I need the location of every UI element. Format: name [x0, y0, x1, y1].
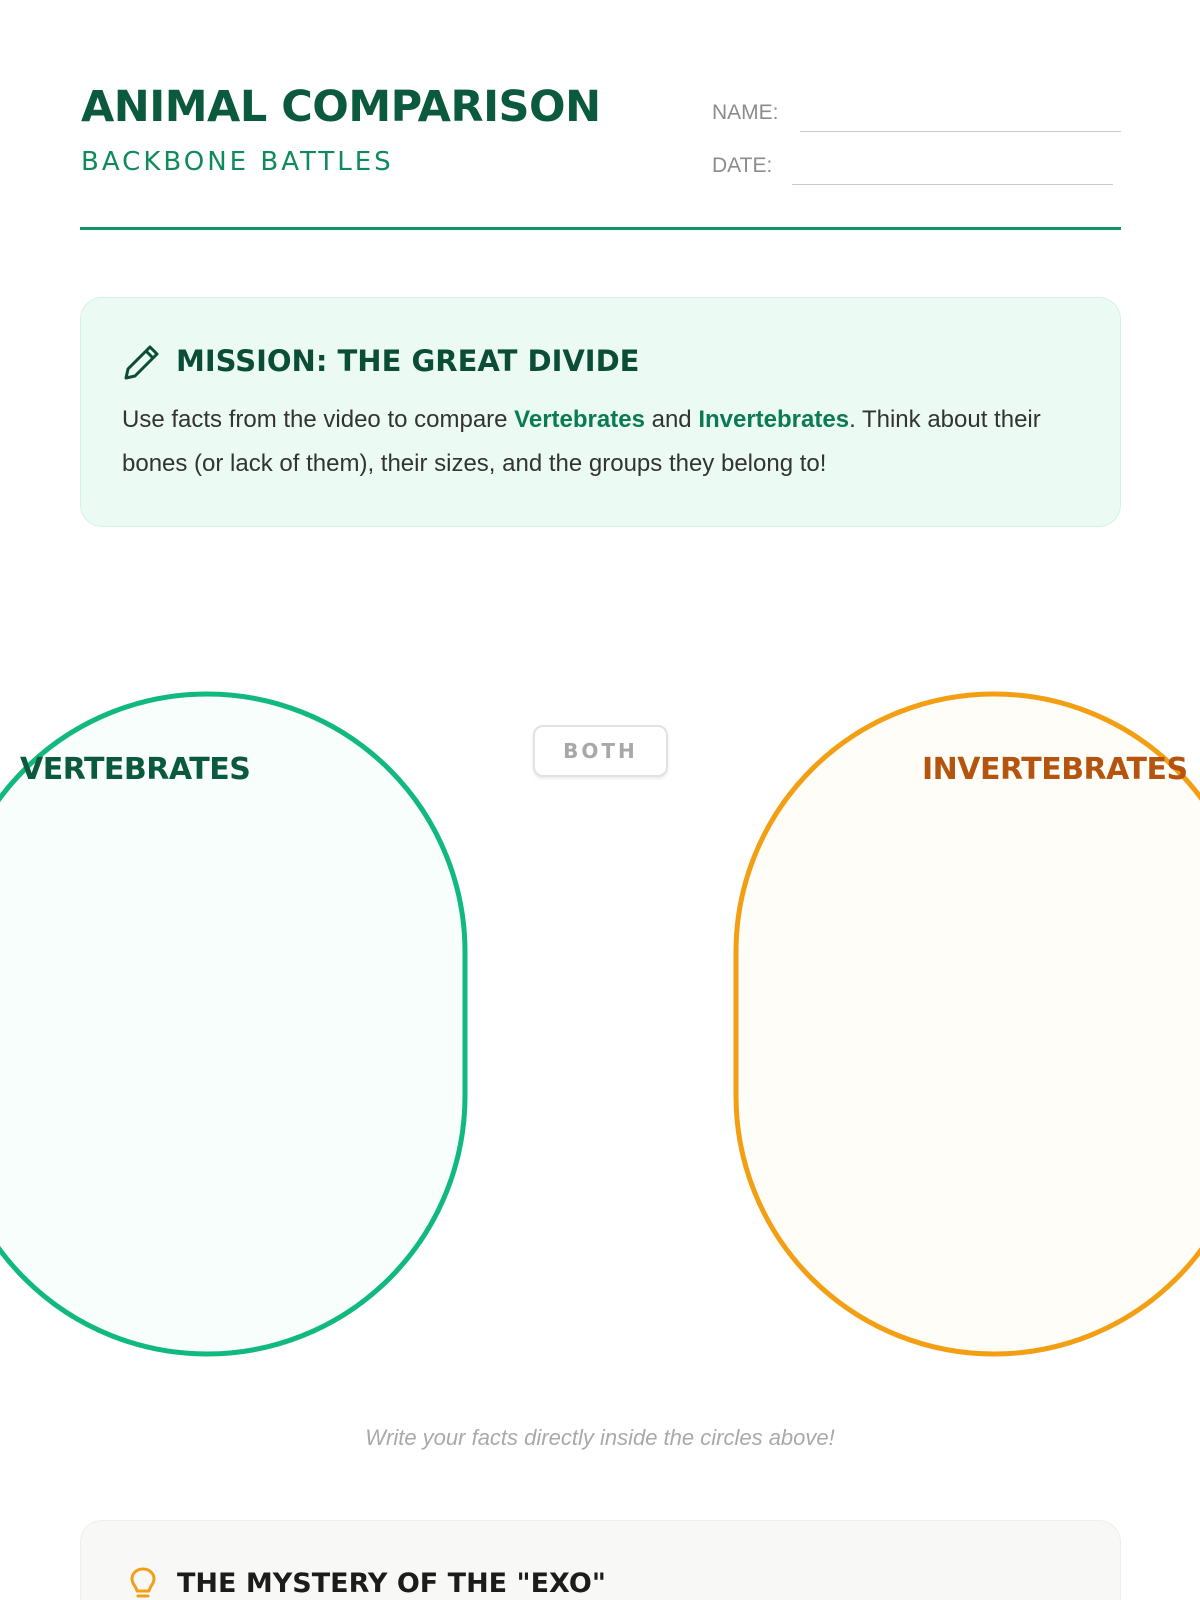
- pencil-icon: [124, 345, 159, 380]
- exo-box: [80, 1520, 1121, 1600]
- mission-box: [80, 297, 1121, 527]
- name-label: NAME:: [712, 101, 779, 124]
- mission-text: Use facts from the video to compare Vert…: [122, 406, 1041, 477]
- invertebrates-circle[interactable]: [733, 691, 1200, 1357]
- venn-instruction: Write your facts directly inside the cir…: [365, 1425, 835, 1450]
- vertebrates-label: VERTEBRATES: [20, 752, 251, 787]
- name-field-line[interactable]: [800, 131, 1121, 132]
- date-field-line[interactable]: [792, 184, 1113, 185]
- header-divider: [80, 227, 1121, 230]
- both-label: BOTH: [533, 725, 668, 777]
- exo-title: THE MYSTERY OF THE "EXO": [177, 1568, 606, 1599]
- invertebrates-label: INVERTEBRATES: [922, 752, 1188, 787]
- lightbulb-icon: [130, 1567, 156, 1598]
- vertebrates-circle[interactable]: [0, 691, 468, 1357]
- mission-title: MISSION: THE GREAT DIVIDE: [176, 344, 640, 378]
- date-label: DATE:: [712, 154, 773, 177]
- worksheet-subtitle: BACKBONE BATTLES: [81, 147, 394, 177]
- worksheet-title: ANIMAL COMPARISON: [81, 82, 601, 132]
- venn-diagram: [0, 691, 1200, 1357]
- invertebrates-term: Invertebrates: [698, 406, 850, 433]
- vertebrates-term: Vertebrates: [514, 406, 645, 433]
